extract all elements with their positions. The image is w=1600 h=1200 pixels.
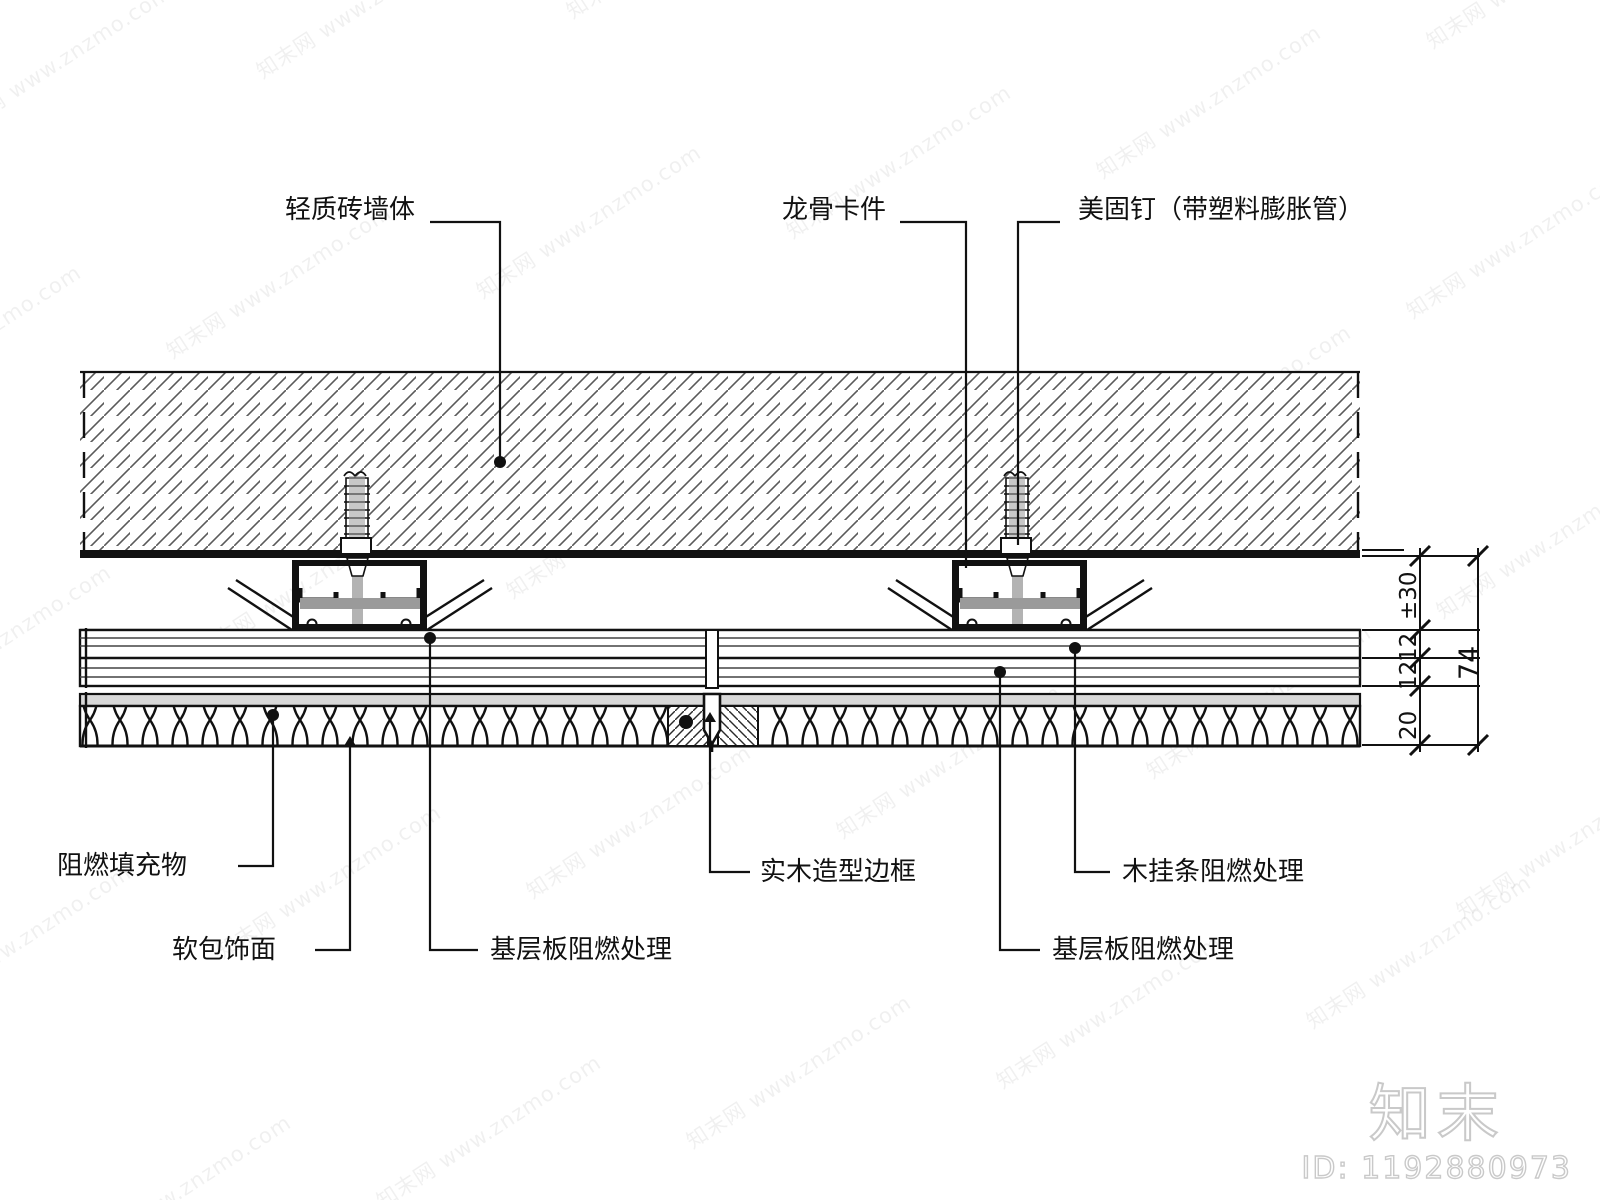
dim-total-text: 74 <box>1454 645 1485 680</box>
anchor-screw-left <box>340 471 372 640</box>
leader-soft-pack-finish <box>315 744 352 952</box>
label-soft-pack-finish: 软包饰面 <box>172 935 277 965</box>
branding-block: 知末 ID: 1192880973 <box>1301 1077 1572 1187</box>
wall-inner-face <box>80 550 1360 558</box>
label-solid-wood-frame: 实木造型边框 <box>760 857 917 887</box>
dim-gap-text: ±30 <box>1396 571 1422 620</box>
keel-clip-assembly-right <box>887 560 1153 632</box>
leader-wood-strip-fr <box>1073 648 1110 874</box>
brand-id-text: ID: 1192880973 <box>1301 1150 1572 1186</box>
label-flame-retardant-filler: 阻燃填充物 <box>57 851 188 881</box>
wall-assembly <box>80 370 1360 558</box>
brick-wall-hatch <box>80 372 1360 552</box>
dim-soft-pack-text: 20 <box>1396 710 1422 740</box>
base-panel-layers <box>78 628 1362 688</box>
leader-base-panel-fr-right <box>998 672 1040 952</box>
leader-lightweight-brick-wall <box>430 220 502 462</box>
label-wood-strip-fr: 木挂条阻燃处理 <box>1122 857 1305 887</box>
label-base-panel-fr-left: 基层板阻燃处理 <box>490 935 673 965</box>
keel-clip-assembly-left <box>227 560 493 632</box>
brand-logo-text: 知末 <box>1368 1077 1505 1150</box>
dim-base-panel-1-text: 12 <box>1396 632 1422 662</box>
dimension-chain <box>1362 544 1490 757</box>
leader-expansion-screw <box>1016 220 1060 545</box>
leader-base-panel-fr-left <box>428 638 478 952</box>
leader-flame-retardant-filler <box>238 715 275 868</box>
solid-wood-frame-joint <box>667 629 759 752</box>
label-base-panel-fr-right: 基层板阻燃处理 <box>1052 935 1235 965</box>
label-expansion-screw: 美固钉（带塑料膨胀管） <box>1078 195 1365 225</box>
leader-solid-wood-frame <box>708 720 750 874</box>
dim-base-panel-2-text: 12 <box>1396 660 1422 690</box>
leader-keel-clip <box>900 220 968 568</box>
leader-lines-top <box>430 220 1060 568</box>
label-lightweight-brick-wall: 轻质砖墙体 <box>285 195 416 225</box>
label-keel-clip: 龙骨卡件 <box>782 195 887 225</box>
leader-lines-bottom <box>238 638 1110 952</box>
callout-arrows <box>344 712 716 746</box>
